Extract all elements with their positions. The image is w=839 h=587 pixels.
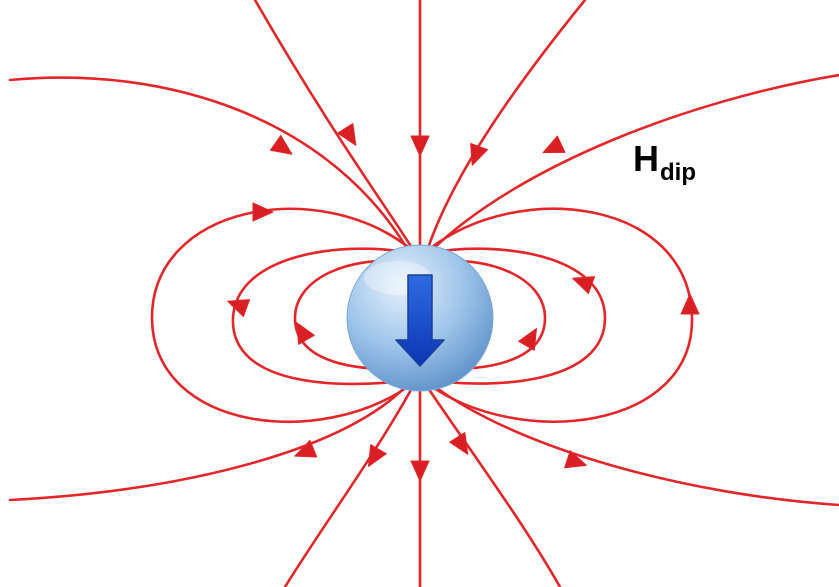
arrowhead-bottom-center bbox=[410, 460, 430, 482]
field-label-subscript: dip bbox=[660, 159, 696, 186]
field-line-loop-left-inner bbox=[293, 259, 410, 370]
field-line-loop-right-inner bbox=[430, 259, 547, 370]
field-line-loop-left-middle bbox=[231, 247, 414, 386]
arrowhead-top-left-steep bbox=[337, 123, 357, 146]
arrowhead-loop-left-inner bbox=[296, 321, 315, 345]
arrowhead-bottom-right-wide bbox=[564, 450, 587, 469]
field-line-bottom-left-wide bbox=[8, 384, 408, 502]
field-line-bottom-left-steep bbox=[283, 386, 414, 587]
field-label-main: H bbox=[633, 138, 659, 179]
arrowhead-loop-right-middle bbox=[572, 276, 596, 295]
arrowhead-loop-right-outer bbox=[680, 293, 700, 315]
field-line-top-right-wide bbox=[430, 73, 839, 252]
field-line-top-right-steep bbox=[426, 0, 587, 250]
field-line-top-left-wide bbox=[8, 76, 410, 252]
arrowhead-bottom-left-wide bbox=[294, 439, 318, 458]
field-label: Hdip bbox=[633, 138, 696, 186]
field-line-loop-left-outer bbox=[150, 207, 414, 423]
field-lines bbox=[8, 0, 839, 587]
field-line-bottom-right-steep bbox=[426, 386, 562, 587]
arrowhead-loop-right-inner bbox=[518, 327, 537, 351]
arrowheads bbox=[227, 123, 700, 482]
arrowhead-top-right-steep bbox=[470, 142, 489, 166]
down-arrow-icon bbox=[395, 274, 445, 367]
field-line-bottom-right-wide bbox=[432, 384, 839, 507]
arrowhead-loop-left-outer bbox=[252, 202, 274, 222]
arrowhead-bottom-right-steep bbox=[449, 432, 469, 455]
dipole-sphere bbox=[346, 244, 494, 392]
field-line-loop-right-middle bbox=[426, 247, 607, 385]
field-line-top-left-steep bbox=[253, 0, 414, 250]
arrowhead-top-right-wide bbox=[542, 135, 566, 154]
arrowhead-top-left-wide bbox=[269, 134, 293, 155]
arrowhead-loop-left-middle bbox=[227, 299, 251, 318]
field-line-loop-right-outer bbox=[426, 207, 694, 423]
arrowhead-bottom-left-steep bbox=[368, 444, 387, 468]
arrowhead-top-center bbox=[410, 135, 430, 157]
